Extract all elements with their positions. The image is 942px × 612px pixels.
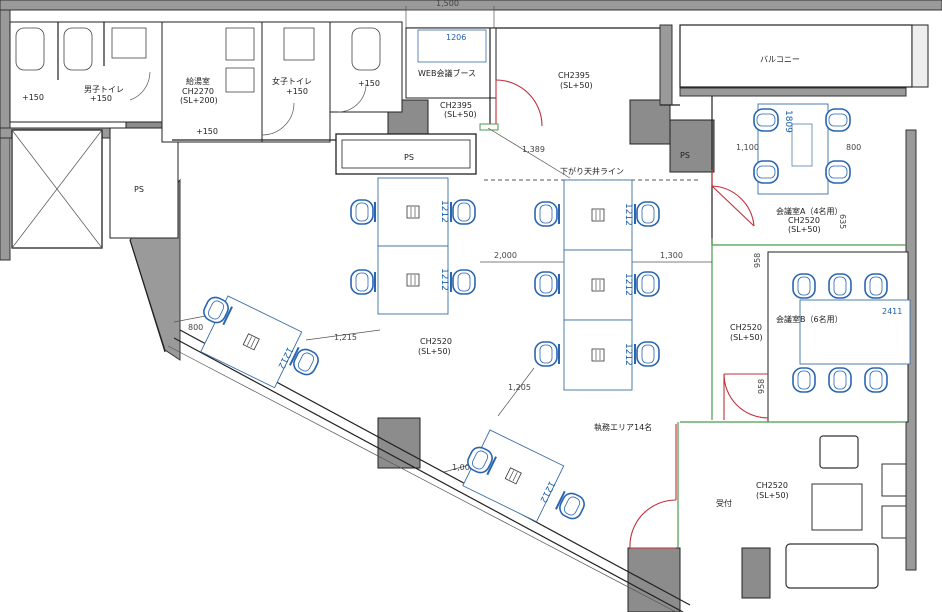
reception-sl: (SL+50): [756, 491, 789, 500]
meeting-b-size: 2411: [882, 307, 902, 316]
mens-toilet-left-level: +150: [22, 93, 44, 102]
chair: [450, 199, 476, 225]
chair: [534, 341, 560, 367]
desk: 1212: [563, 249, 633, 321]
desk-size-label: 1212: [439, 200, 449, 223]
womens-right-level: +150: [358, 79, 380, 88]
dim-958-b: 958: [757, 379, 766, 394]
reception-room: CH2520 (SL+50) 受付: [629, 421, 907, 589]
chair: [555, 490, 585, 520]
desk-size-label: 1212: [623, 273, 633, 296]
balcony-label: バルコニー: [760, 55, 800, 64]
meeting-chair: [792, 273, 816, 299]
chair: [350, 199, 376, 225]
meeting-chair: [792, 367, 816, 393]
work-ch: CH2520: [420, 337, 452, 346]
chair: [450, 269, 476, 295]
chair: [634, 341, 660, 367]
dim-958-a: 958: [753, 253, 762, 268]
chair: [350, 269, 376, 295]
chair: [289, 346, 319, 376]
web-booth: 1206 WEB会議ブース CH2395 (SL+50): [405, 27, 543, 131]
dim-2000: 2,000: [494, 251, 517, 260]
ps-top: PS: [335, 133, 477, 175]
reception-label: 受付: [716, 498, 732, 508]
mens-toilet-level: +150: [90, 94, 112, 103]
web-booth-label: WEB会議ブース: [418, 68, 476, 78]
desk: 1212: [563, 179, 633, 251]
web-sl: (SL+50): [444, 110, 477, 119]
kitchen-ch: CH2270: [182, 87, 214, 96]
interior-walls: [172, 104, 725, 500]
work-area-label: 執務エリア14名: [594, 422, 652, 432]
chair: [203, 296, 233, 326]
dim-1300: 1,300: [660, 251, 683, 260]
desk-size-label: 1212: [623, 203, 633, 226]
kitchen-sl: (SL+200): [180, 96, 218, 105]
chair: [634, 201, 660, 227]
chair: [467, 446, 497, 476]
meeting-b-name: 会議室B（6名用）: [776, 314, 843, 324]
dim-800-b: 800: [188, 323, 203, 332]
ps-left: PS: [109, 127, 179, 239]
dim-1205: 1,205: [508, 383, 531, 392]
work-sl: (SL+50): [418, 347, 451, 356]
ch2395-main-ch: CH2395: [558, 71, 590, 80]
dim-1389: 1,389: [522, 145, 545, 154]
web-ch: CH2395: [440, 101, 472, 110]
meeting-chair: [753, 108, 779, 132]
work-dimensions: 2,000 1,300 1,215 800 1,205 1,000: [173, 251, 712, 473]
ps-left-label: PS: [134, 185, 144, 194]
meeting-chair: [753, 160, 779, 184]
meeting-a-ch: CH2520: [788, 216, 820, 225]
soffit-label: 下がり天井ライン: [560, 166, 624, 176]
meeting-chair: [864, 273, 888, 299]
dim-635: 635: [838, 214, 847, 229]
womens-toilet-name: 女子トイレ: [272, 76, 312, 86]
chair: [534, 271, 560, 297]
womens-toilet-level: +150: [286, 87, 308, 96]
kitchen-floor: +150: [196, 127, 218, 136]
meeting-chairs: [753, 108, 888, 393]
meeting-chair: [828, 273, 852, 299]
ps-right-label: PS: [680, 151, 690, 160]
mens-toilet-label: 男子トイレ: [84, 85, 124, 94]
meeting-chair: [864, 367, 888, 393]
desk: 1212: [563, 319, 633, 391]
chair: [634, 271, 660, 297]
service-rooms: 男子トイレ +150 +150 給湯室 CH2270 (SL+200) +150…: [9, 21, 403, 143]
meeting-a-size: 1809: [783, 110, 793, 133]
meeting-chair: [825, 160, 851, 184]
ps-top-label: PS: [404, 153, 414, 162]
sl-b: (SL+50): [730, 333, 763, 342]
balcony: バルコニー: [679, 24, 929, 88]
meeting-a-name: 会議室A（4名用）: [776, 206, 843, 216]
ch-b: CH2520: [730, 323, 762, 332]
reception-ch: CH2520: [756, 481, 788, 490]
dim-800-a: 800: [846, 143, 861, 152]
desk-size-label: 1212: [623, 343, 633, 366]
meeting-a-sl: (SL+50): [788, 225, 821, 234]
dim-1100: 1,100: [736, 143, 759, 152]
dim-1000: 1,000: [452, 463, 475, 472]
elevator-shaft: [11, 129, 103, 249]
dim-1215: 1,215: [334, 333, 357, 342]
kitchen-name: 給湯室: [186, 76, 210, 86]
web-booth-size: 1206: [446, 33, 466, 42]
desk: 1212: [377, 177, 449, 247]
dim-top: 1,500: [436, 0, 459, 8]
meeting-chair: [825, 108, 851, 132]
meeting-chair: [828, 367, 852, 393]
ch2395-main-sl: (SL+50): [560, 81, 593, 90]
chair: [534, 201, 560, 227]
desk-size-label: 1212: [439, 268, 449, 291]
desk: 1212: [377, 245, 449, 315]
